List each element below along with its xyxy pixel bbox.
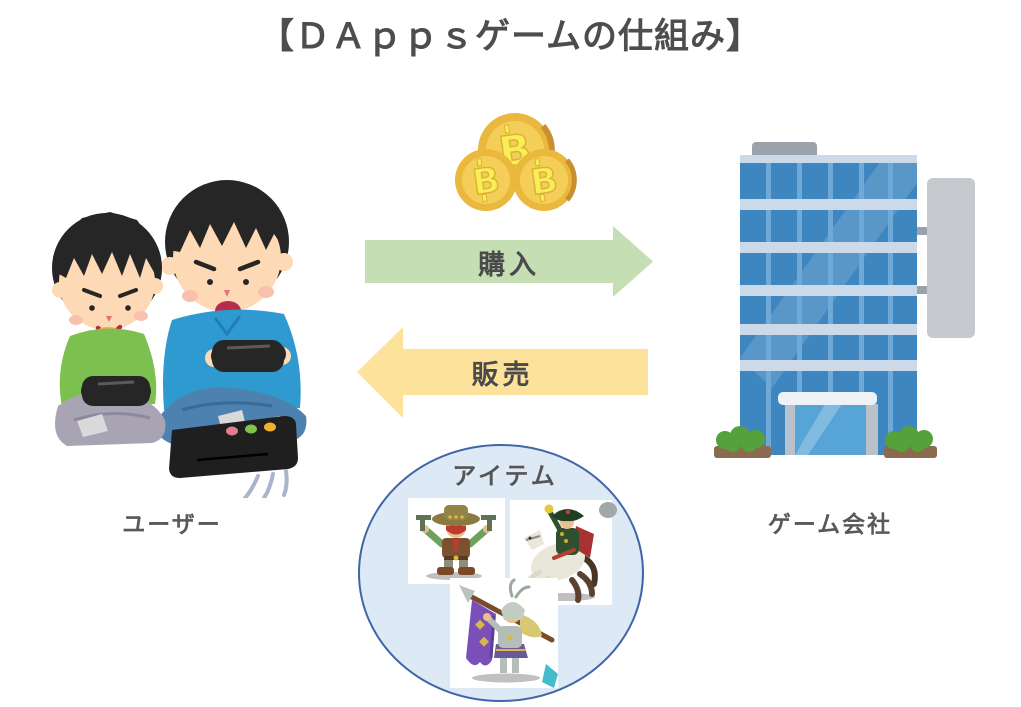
bitcoin-coins-icon: B B B xyxy=(455,113,577,211)
diagram-title: 【ＤＡｐｐｓゲームの仕組み】 xyxy=(259,17,762,57)
gamer-boy-green xyxy=(52,212,166,446)
building-sign xyxy=(917,178,975,338)
sprite-knight-with-banner xyxy=(450,578,558,688)
items-label: アイテム xyxy=(452,462,558,490)
building-entrance xyxy=(778,392,878,455)
purchase-arrow xyxy=(365,226,653,297)
coin: B xyxy=(455,149,517,211)
game-company-building-illustration xyxy=(714,142,975,458)
game-company-label: ゲーム会社 xyxy=(767,512,893,538)
gamers-illustration xyxy=(52,180,307,498)
items-group xyxy=(358,444,644,702)
svg-text:B: B xyxy=(528,160,560,203)
window-mullions xyxy=(766,155,893,455)
floor-bands xyxy=(740,155,917,371)
entrance-bushes xyxy=(714,426,937,458)
gamer-boy-blue xyxy=(156,180,307,444)
user-label: ユーザー xyxy=(122,512,222,538)
sell-arrow xyxy=(357,327,648,418)
game-console xyxy=(169,416,298,498)
coin: B xyxy=(513,149,577,211)
sprite-cowboy-gunslinger xyxy=(408,498,505,584)
